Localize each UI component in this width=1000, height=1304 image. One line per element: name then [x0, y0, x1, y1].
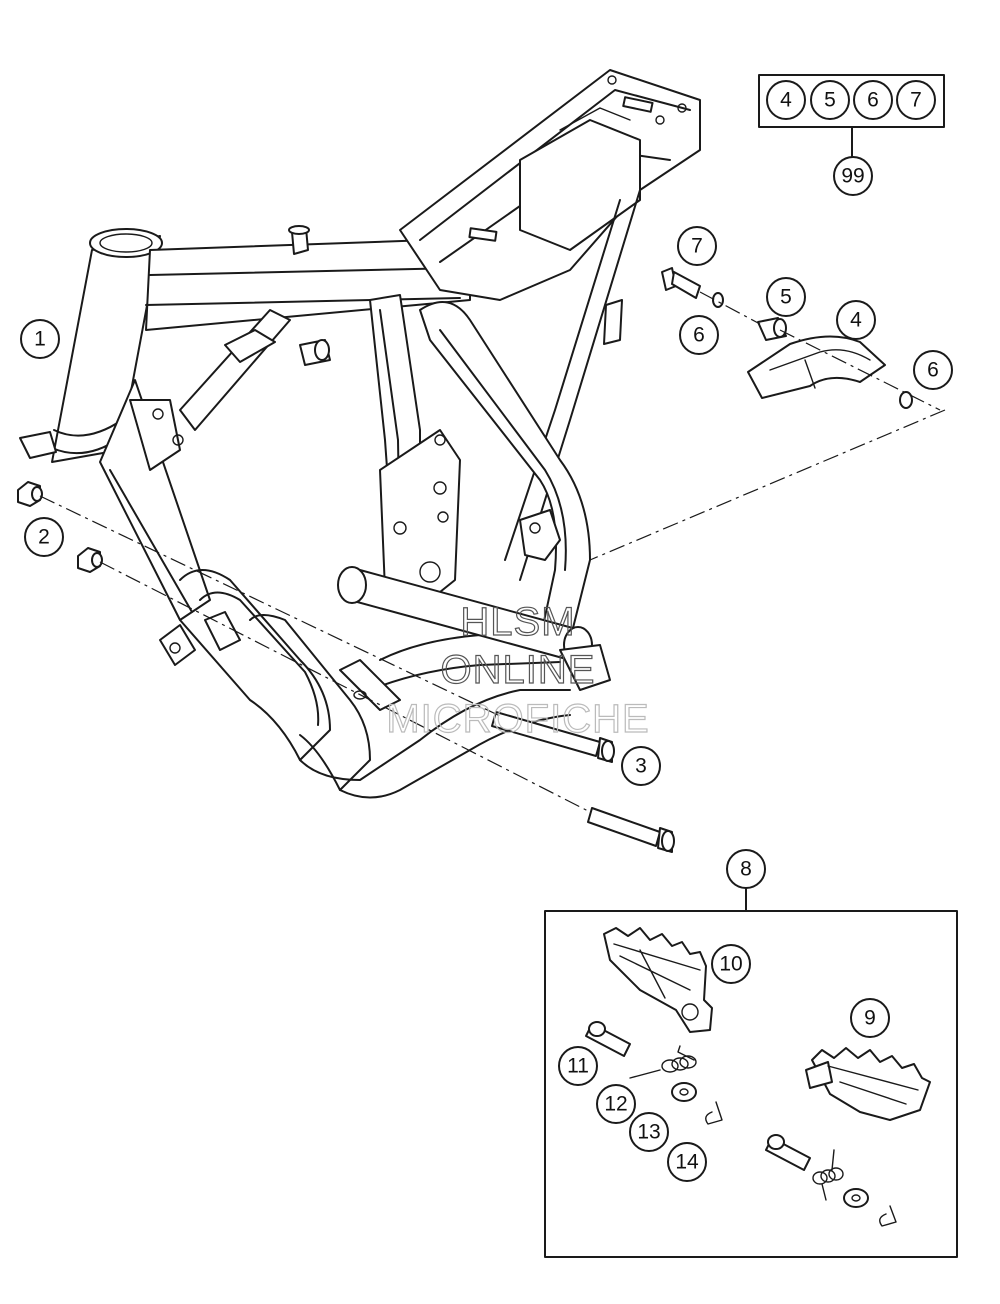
callout-2: 2	[24, 517, 64, 557]
kit-item-7-label: 7	[910, 89, 922, 112]
nut-parts	[17, 481, 103, 573]
callout-9: 9	[850, 998, 890, 1038]
callout-12-label: 12	[604, 1093, 627, 1116]
callout-5-label: 5	[780, 286, 792, 309]
callout-10-label: 10	[719, 953, 742, 976]
callout-8: 8	[726, 849, 766, 889]
callout-13: 13	[629, 1112, 669, 1152]
callout-4-label: 4	[850, 309, 862, 332]
callout-7-label: 7	[691, 235, 703, 258]
callout-12: 12	[596, 1084, 636, 1124]
watermark: HLSM ONLINE MICROFICHE	[386, 599, 650, 741]
callout-6-left: 6	[679, 315, 719, 355]
callout-1: 1	[20, 319, 60, 359]
callout-6-right: 6	[913, 350, 953, 390]
kit-item-5-label: 5	[824, 89, 836, 112]
callout-1-label: 1	[34, 328, 46, 351]
kit-item-6: 6	[853, 80, 893, 120]
callout-6-right-label: 6	[927, 359, 939, 382]
watermark-line-1: HLSM	[460, 600, 575, 644]
callout-3-label: 3	[635, 755, 647, 778]
callout-6-left-label: 6	[693, 324, 705, 347]
bolt-parts	[491, 711, 675, 853]
callout-14-label: 14	[675, 1151, 699, 1174]
watermark-line-2: ONLINE	[441, 648, 596, 692]
callout-7: 7	[677, 226, 717, 266]
frame-drawing	[19, 69, 701, 799]
chain-slider-parts	[661, 267, 913, 409]
callout-14: 14	[667, 1142, 707, 1182]
callout-8-label: 8	[740, 858, 752, 881]
callout-11-label: 11	[567, 1055, 589, 1078]
callout-99-label: 99	[841, 165, 864, 188]
assembly-lines	[39, 291, 946, 813]
callout-5: 5	[766, 277, 806, 317]
watermark-line-3: MICROFICHE	[386, 697, 649, 741]
callout-4: 4	[836, 300, 876, 340]
kit-item-6-label: 6	[867, 89, 879, 112]
kit-item-7: 7	[896, 80, 936, 120]
kit-item-4-label: 4	[780, 89, 792, 112]
callout-2-label: 2	[38, 526, 50, 549]
callout-99: 99	[833, 156, 873, 196]
footrest-parts	[585, 927, 931, 1227]
callout-3: 3	[621, 746, 661, 786]
kit-item-4: 4	[766, 80, 806, 120]
callout-10: 10	[711, 944, 751, 984]
callout-13-label: 13	[637, 1121, 660, 1144]
callout-11: 11	[558, 1046, 598, 1086]
kit-item-5: 5	[810, 80, 850, 120]
callout-9-label: 9	[864, 1007, 876, 1030]
